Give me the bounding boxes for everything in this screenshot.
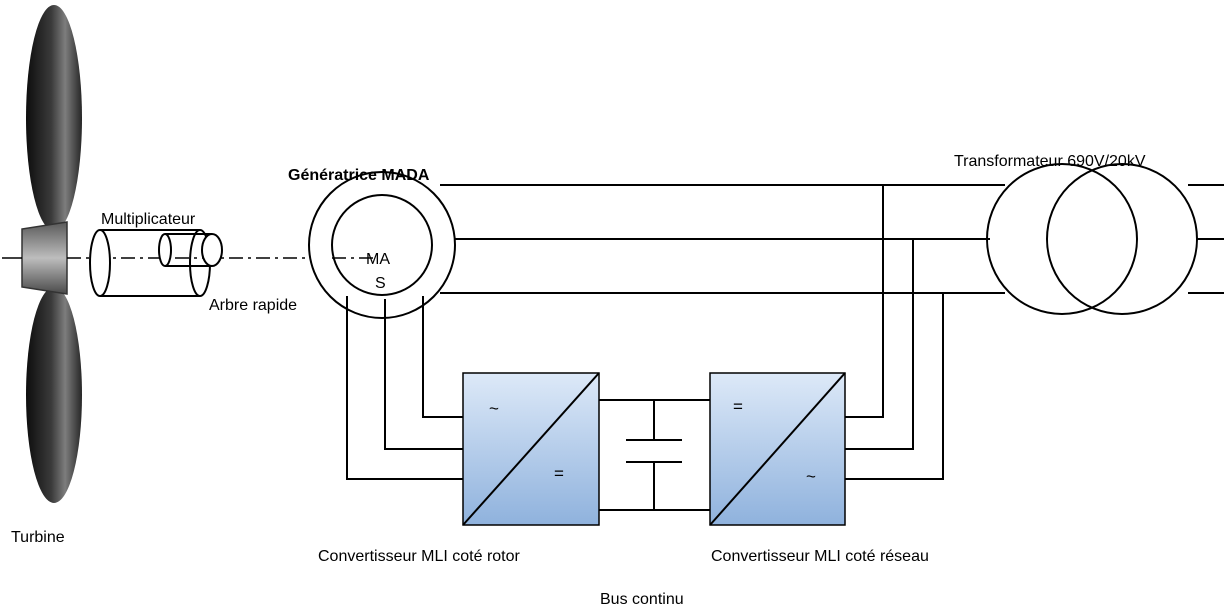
stator-lines xyxy=(440,184,1005,294)
machine-label-ma: MA xyxy=(366,251,390,268)
turbine-label: Turbine xyxy=(11,529,65,546)
dc-bus-label: Bus continu xyxy=(600,591,684,608)
multiplier-label: Multiplicateur xyxy=(101,211,196,228)
machine-label-s: S xyxy=(375,275,386,292)
rotor-lines xyxy=(346,296,463,480)
turbine-blade-top xyxy=(26,5,82,231)
grid-side-converter: = ~ xyxy=(709,372,846,526)
rotor-side-converter: ~ = xyxy=(462,372,600,526)
turbine-hub xyxy=(21,221,68,295)
grid-lines xyxy=(1188,184,1224,294)
grid-converter-dc-symbol: = xyxy=(733,397,743,416)
dc-capacitor xyxy=(626,439,682,463)
transformer-label: Transformateur 690V/20kV xyxy=(954,153,1146,170)
generator-mada xyxy=(308,171,456,319)
grid-converter-label: Convertisseur MLI coté réseau xyxy=(711,548,929,565)
rotor-converter-diagonal xyxy=(462,372,600,526)
fast-shaft-label: Arbre rapide xyxy=(209,297,297,314)
rotor-converter-label: Convertisseur MLI coté rotor xyxy=(318,548,521,565)
grid-converter-diagonal xyxy=(709,372,846,526)
transformer-primary xyxy=(986,163,1138,315)
rotor-converter-dc-symbol: = xyxy=(554,464,564,483)
dc-bus xyxy=(599,399,710,511)
turbine-blade-bottom xyxy=(26,287,82,503)
grid-converter-ac-symbol: ~ xyxy=(806,467,816,486)
turbine xyxy=(21,5,82,503)
generator-rotor xyxy=(331,194,433,296)
transformer xyxy=(986,163,1198,315)
grid-converter-lines xyxy=(845,185,944,480)
generator-label: Génératrice MADA xyxy=(288,167,430,184)
transformer-secondary xyxy=(1046,163,1198,315)
multiplicateur-gearbox xyxy=(89,229,223,297)
rotor-converter-ac-symbol: ~ xyxy=(489,399,499,418)
